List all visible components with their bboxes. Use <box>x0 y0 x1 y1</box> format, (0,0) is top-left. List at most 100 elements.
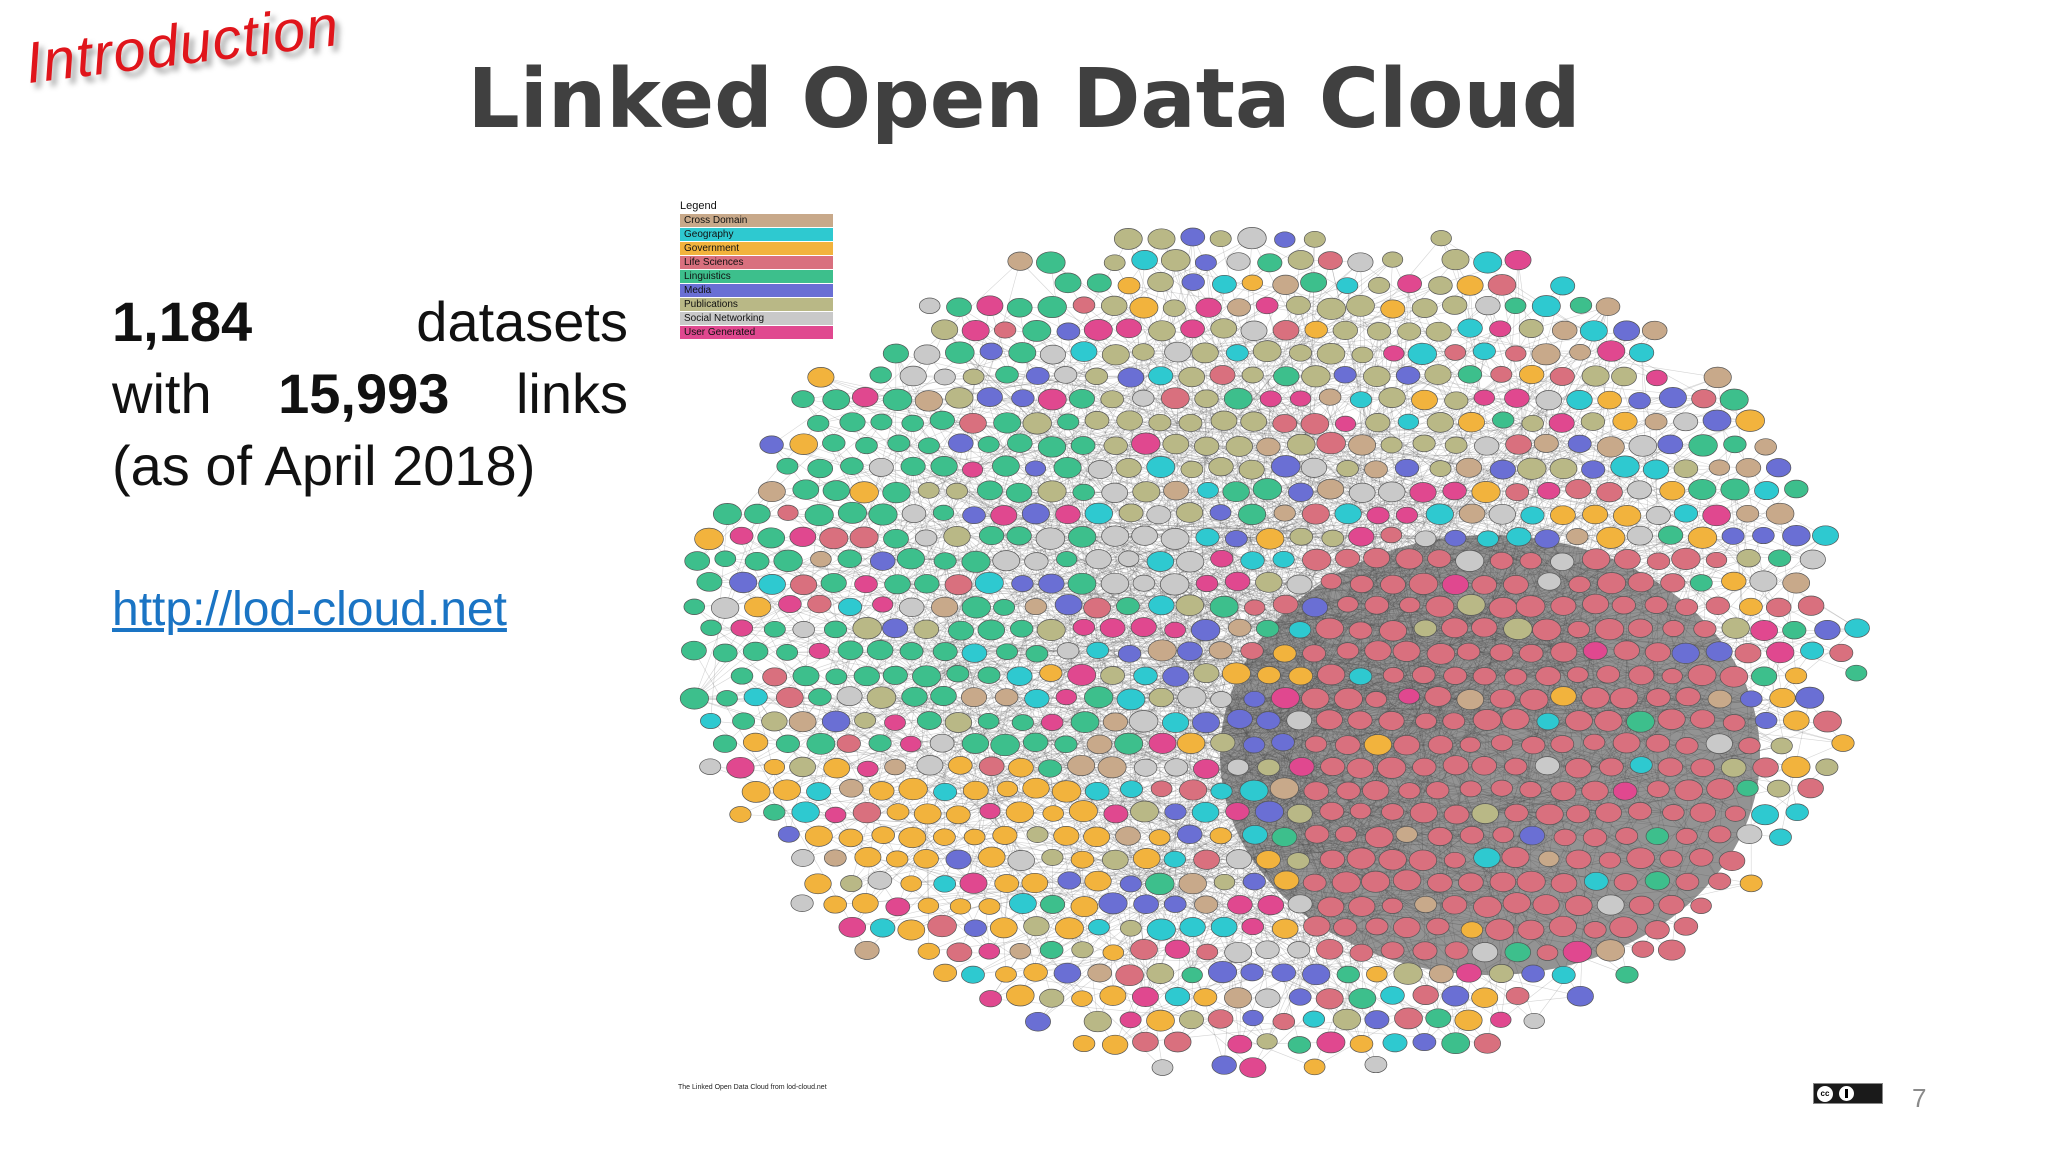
dataset-node <box>1565 895 1593 916</box>
dataset-node <box>1083 826 1111 847</box>
dataset-node <box>1025 366 1050 385</box>
dataset-node <box>978 846 1006 868</box>
dataset-node <box>1056 322 1081 341</box>
dataset-node <box>1163 850 1186 868</box>
dataset-node <box>1519 688 1549 711</box>
dataset-node <box>917 437 940 454</box>
dataset-node <box>961 320 990 342</box>
dataset-node <box>1531 343 1561 366</box>
dataset-node <box>792 479 820 500</box>
dataset-node <box>1288 621 1312 639</box>
dataset-node <box>1057 413 1080 431</box>
dataset-node <box>1414 895 1438 914</box>
dataset-node <box>742 641 769 662</box>
dataset-node <box>1490 1011 1512 1028</box>
dataset-node <box>714 550 737 568</box>
dataset-node <box>1609 687 1639 709</box>
dataset-node <box>959 872 988 894</box>
dataset-node <box>1146 918 1176 941</box>
dataset-node <box>1334 735 1361 755</box>
dataset-node <box>1057 871 1082 890</box>
dataset-node <box>1646 552 1671 571</box>
dataset-node <box>840 875 863 893</box>
dataset-node <box>729 571 758 594</box>
dataset-node <box>1180 227 1206 247</box>
dataset-node <box>1196 943 1219 961</box>
dataset-node <box>1690 709 1716 729</box>
dataset-node <box>916 755 944 776</box>
dataset-node <box>1472 709 1502 731</box>
dataset-node <box>1332 320 1358 340</box>
dataset-node <box>992 455 1020 477</box>
dataset-node <box>1300 457 1328 478</box>
dataset-node <box>851 387 879 408</box>
dataset-node <box>901 414 924 432</box>
dataset-node <box>1442 712 1466 730</box>
dataset-node <box>1708 459 1731 476</box>
dataset-node <box>1517 919 1545 941</box>
dataset-node <box>808 688 832 706</box>
dataset-node <box>1116 688 1146 711</box>
dataset-node <box>1287 250 1314 270</box>
dataset-node <box>1565 849 1592 870</box>
dataset-node <box>1131 343 1155 361</box>
dataset-node <box>1521 964 1545 983</box>
dataset-node <box>1671 642 1700 664</box>
dataset-node <box>1785 803 1809 822</box>
dataset-node <box>1489 643 1514 662</box>
dataset-node <box>1520 506 1545 525</box>
dataset-node <box>1722 714 1746 732</box>
dataset-node <box>1517 457 1547 480</box>
dataset-node <box>1210 318 1238 339</box>
dataset-node <box>961 596 991 619</box>
dataset-node <box>1348 896 1376 917</box>
dataset-node <box>776 457 799 475</box>
dataset-node <box>1754 712 1778 729</box>
dataset-node <box>913 619 940 639</box>
dataset-node <box>1444 941 1469 960</box>
dataset-node <box>1164 803 1187 821</box>
dataset-node <box>1088 919 1110 936</box>
dataset-node <box>1336 642 1360 660</box>
dataset-node <box>1286 710 1313 731</box>
dataset-node <box>1256 437 1281 457</box>
dataset-node <box>1146 551 1175 572</box>
dataset-node <box>1209 827 1232 845</box>
dataset-node <box>1641 320 1668 341</box>
dataset-node <box>1380 986 1405 1005</box>
dataset-node <box>1100 390 1124 409</box>
dataset-node <box>866 640 894 661</box>
dataset-node <box>825 668 848 685</box>
dataset-node <box>978 898 1001 915</box>
dataset-node <box>977 436 1000 453</box>
dataset-node <box>1255 940 1280 959</box>
dataset-node <box>1534 756 1560 776</box>
dataset-node <box>1690 758 1715 777</box>
dataset-node <box>1333 687 1363 710</box>
dataset-node <box>1550 276 1576 296</box>
dataset-node <box>1241 366 1264 384</box>
dataset-node <box>1240 411 1268 432</box>
dataset-node <box>1424 686 1452 707</box>
lod-cloud-link[interactable]: http://lod-cloud.net <box>112 583 507 636</box>
dataset-node <box>1083 1010 1112 1033</box>
dataset-node <box>1521 414 1544 432</box>
dataset-node <box>732 712 756 730</box>
dataset-node <box>1181 967 1203 984</box>
dataset-node <box>679 687 709 710</box>
dataset-node <box>790 574 818 596</box>
dataset-node <box>1162 299 1186 317</box>
dataset-node <box>1364 460 1388 479</box>
dataset-node <box>1148 366 1174 386</box>
dataset-node <box>1191 342 1219 364</box>
dataset-node <box>1347 252 1374 273</box>
dataset-node <box>1492 826 1515 844</box>
dataset-node <box>1548 915 1577 937</box>
dataset-node <box>1504 942 1532 963</box>
dataset-node <box>758 481 786 503</box>
dataset-node <box>1489 688 1516 709</box>
dataset-node <box>1702 504 1731 527</box>
dataset-node <box>1022 412 1052 435</box>
dataset-node <box>1427 827 1453 846</box>
dataset-node <box>1164 341 1192 363</box>
